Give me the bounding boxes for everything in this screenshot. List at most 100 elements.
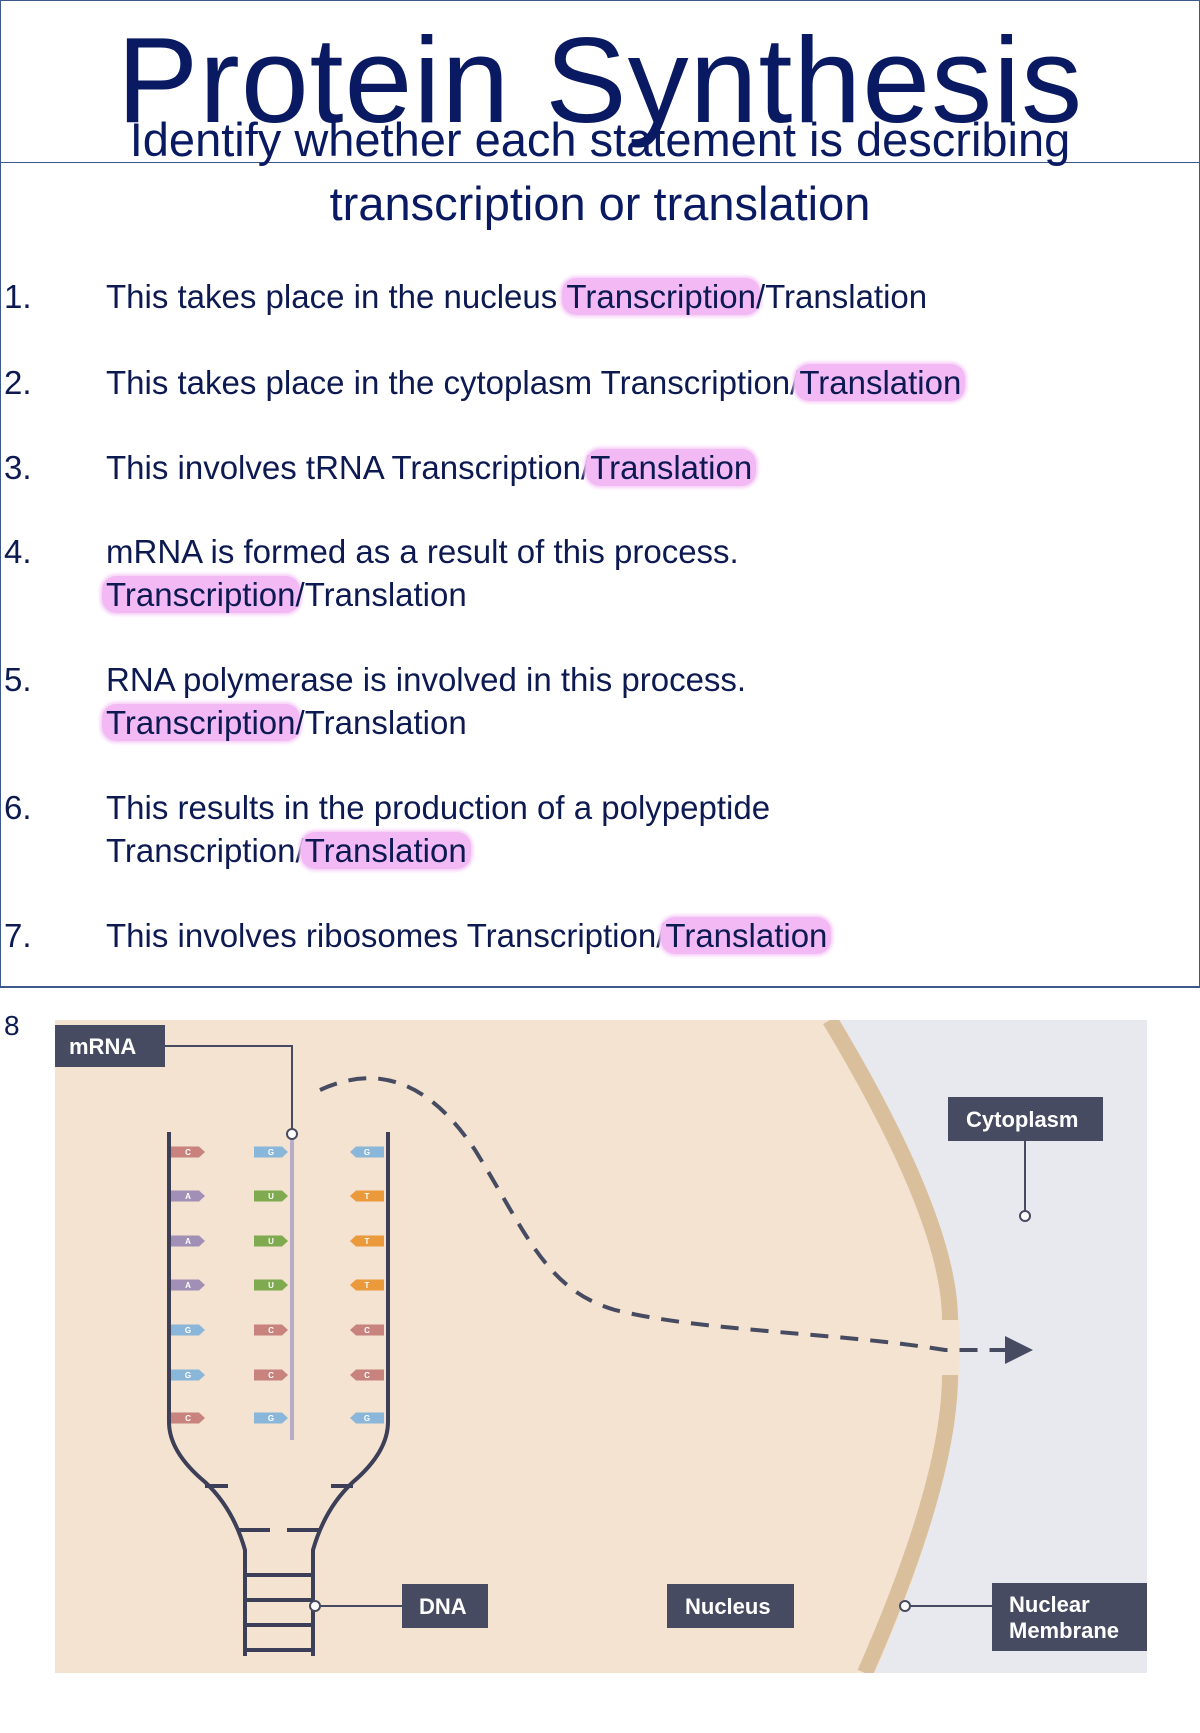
option-translation-selected[interactable]: Translation bbox=[795, 364, 966, 401]
base-letter: U bbox=[268, 1237, 274, 1246]
base-C-tab bbox=[350, 1324, 384, 1336]
base-letter: G bbox=[364, 1414, 370, 1423]
base-T-tab bbox=[350, 1190, 384, 1202]
dna-label: DNA bbox=[419, 1594, 467, 1619]
question-number: 1. bbox=[4, 278, 32, 315]
base-letter: C bbox=[268, 1371, 274, 1380]
option-transcription-selected[interactable]: Transcription bbox=[102, 704, 300, 741]
option-transcription[interactable]: Transcription bbox=[600, 364, 791, 401]
question-text: This involves tRNA Transcription/Transla… bbox=[106, 446, 757, 489]
question-8-number: 8 bbox=[4, 1010, 20, 1041]
base-C-tab bbox=[350, 1369, 384, 1381]
base-T-tab bbox=[350, 1279, 384, 1291]
question-number: 7. bbox=[4, 917, 32, 954]
option-translation-selected[interactable]: Translation bbox=[586, 449, 757, 486]
page-title: Protein Synthesis bbox=[116, 12, 1084, 148]
option-translation[interactable]: Translation bbox=[765, 278, 928, 315]
base-G-tab bbox=[254, 1146, 288, 1158]
base-C-tab bbox=[171, 1146, 205, 1158]
option-translation[interactable]: Translation bbox=[304, 576, 467, 613]
question-number: 5. bbox=[4, 661, 32, 698]
answer-options: Transcription/Translation bbox=[102, 701, 746, 744]
option-separator: / bbox=[755, 278, 766, 315]
option-separator: / bbox=[296, 832, 305, 869]
nuclear-membrane-label-box bbox=[992, 1583, 1147, 1651]
cytoplasm-pointer bbox=[1019, 1210, 1031, 1222]
base-G-tab bbox=[171, 1324, 205, 1336]
base-letter: C bbox=[364, 1371, 370, 1380]
statement: This involves ribosomes bbox=[106, 917, 467, 954]
option-separator: / bbox=[295, 576, 305, 613]
base-letter: T bbox=[365, 1281, 370, 1290]
option-transcription-selected[interactable]: Transcription bbox=[562, 278, 760, 315]
option-separator: / bbox=[295, 704, 305, 741]
base-G-tab bbox=[350, 1146, 384, 1158]
nucleus-label: Nucleus bbox=[685, 1594, 771, 1619]
option-translation[interactable]: Translation bbox=[304, 704, 467, 741]
question-text: This takes place in the cytoplasm Transc… bbox=[106, 361, 966, 404]
mrna-label: mRNA bbox=[69, 1034, 136, 1059]
nuclear-membrane-label-line2: Membrane bbox=[1009, 1618, 1119, 1643]
question-text: This takes place in the nucleus Transcri… bbox=[106, 275, 927, 318]
question-number: 4. bbox=[4, 533, 32, 570]
base-letter: C bbox=[364, 1326, 370, 1335]
base-C-tab bbox=[254, 1324, 288, 1336]
nucleus-region bbox=[55, 1020, 960, 1673]
base-letter: A bbox=[185, 1281, 191, 1290]
question-number: 2. bbox=[4, 364, 32, 401]
question-number: 6. bbox=[4, 789, 32, 826]
statement: This results in the production of a poly… bbox=[106, 789, 771, 826]
option-transcription[interactable]: Transcription bbox=[466, 917, 657, 954]
answer-options: Transcription/Translation bbox=[106, 829, 770, 872]
cytoplasm-label-box bbox=[948, 1097, 1103, 1141]
option-separator: / bbox=[656, 917, 665, 954]
question-number: 3. bbox=[4, 449, 32, 486]
nuclear-membrane-pointer bbox=[899, 1600, 911, 1612]
base-letter: U bbox=[268, 1192, 274, 1201]
option-translation-selected[interactable]: Translation bbox=[661, 917, 832, 954]
answer-options: Transcription/Translation bbox=[562, 278, 928, 315]
mrna-label-box bbox=[55, 1025, 165, 1067]
question-text: This involves ribosomes Transcription/Tr… bbox=[106, 914, 832, 957]
question-text: RNA polymerase is involved in this proce… bbox=[102, 658, 746, 744]
base-T-tab bbox=[350, 1235, 384, 1247]
base-U-tab bbox=[254, 1279, 288, 1291]
base-U-tab bbox=[254, 1235, 288, 1247]
base-letter: C bbox=[185, 1414, 191, 1423]
statement: mRNA is formed as a result of this proce… bbox=[106, 533, 739, 570]
base-letter: G bbox=[364, 1148, 370, 1157]
base-G-tab bbox=[350, 1412, 384, 1424]
base-letter: G bbox=[185, 1326, 191, 1335]
statement: This takes place in the nucleus bbox=[106, 278, 567, 315]
base-C-tab bbox=[171, 1412, 205, 1424]
option-translation-selected[interactable]: Translation bbox=[300, 832, 471, 869]
base-letter: A bbox=[185, 1192, 191, 1201]
base-C-tab bbox=[254, 1369, 288, 1381]
nuclear-membrane-upper bbox=[823, 1020, 958, 1321]
mrna-export-path bbox=[319, 1076, 1015, 1352]
dna-left-strand bbox=[167, 1132, 247, 1656]
nuclear-membrane-lower bbox=[857, 1374, 958, 1673]
base-letter: C bbox=[185, 1148, 191, 1157]
statement: This involves tRNA bbox=[106, 449, 392, 486]
option-transcription[interactable]: Transcription bbox=[391, 449, 582, 486]
base-letter: A bbox=[185, 1237, 191, 1246]
title-rule bbox=[0, 162, 1200, 163]
answer-options: Transcription/Translation bbox=[466, 917, 832, 954]
option-transcription[interactable]: Transcription bbox=[106, 832, 296, 869]
base-A-tab bbox=[171, 1279, 205, 1291]
base-G-tab bbox=[171, 1369, 205, 1381]
option-transcription-selected[interactable]: Transcription bbox=[102, 576, 300, 613]
question-text: mRNA is formed as a result of this proce… bbox=[102, 530, 739, 616]
base-G-tab bbox=[254, 1412, 288, 1424]
dna-right-strand bbox=[311, 1132, 390, 1656]
base-letter: T bbox=[365, 1237, 370, 1246]
base-U-tab bbox=[254, 1190, 288, 1202]
page-subtitle: Identify whether each statement is descr… bbox=[129, 113, 1071, 230]
answer-options: Transcription/Translation bbox=[391, 449, 757, 486]
dna-pointer bbox=[309, 1600, 321, 1612]
